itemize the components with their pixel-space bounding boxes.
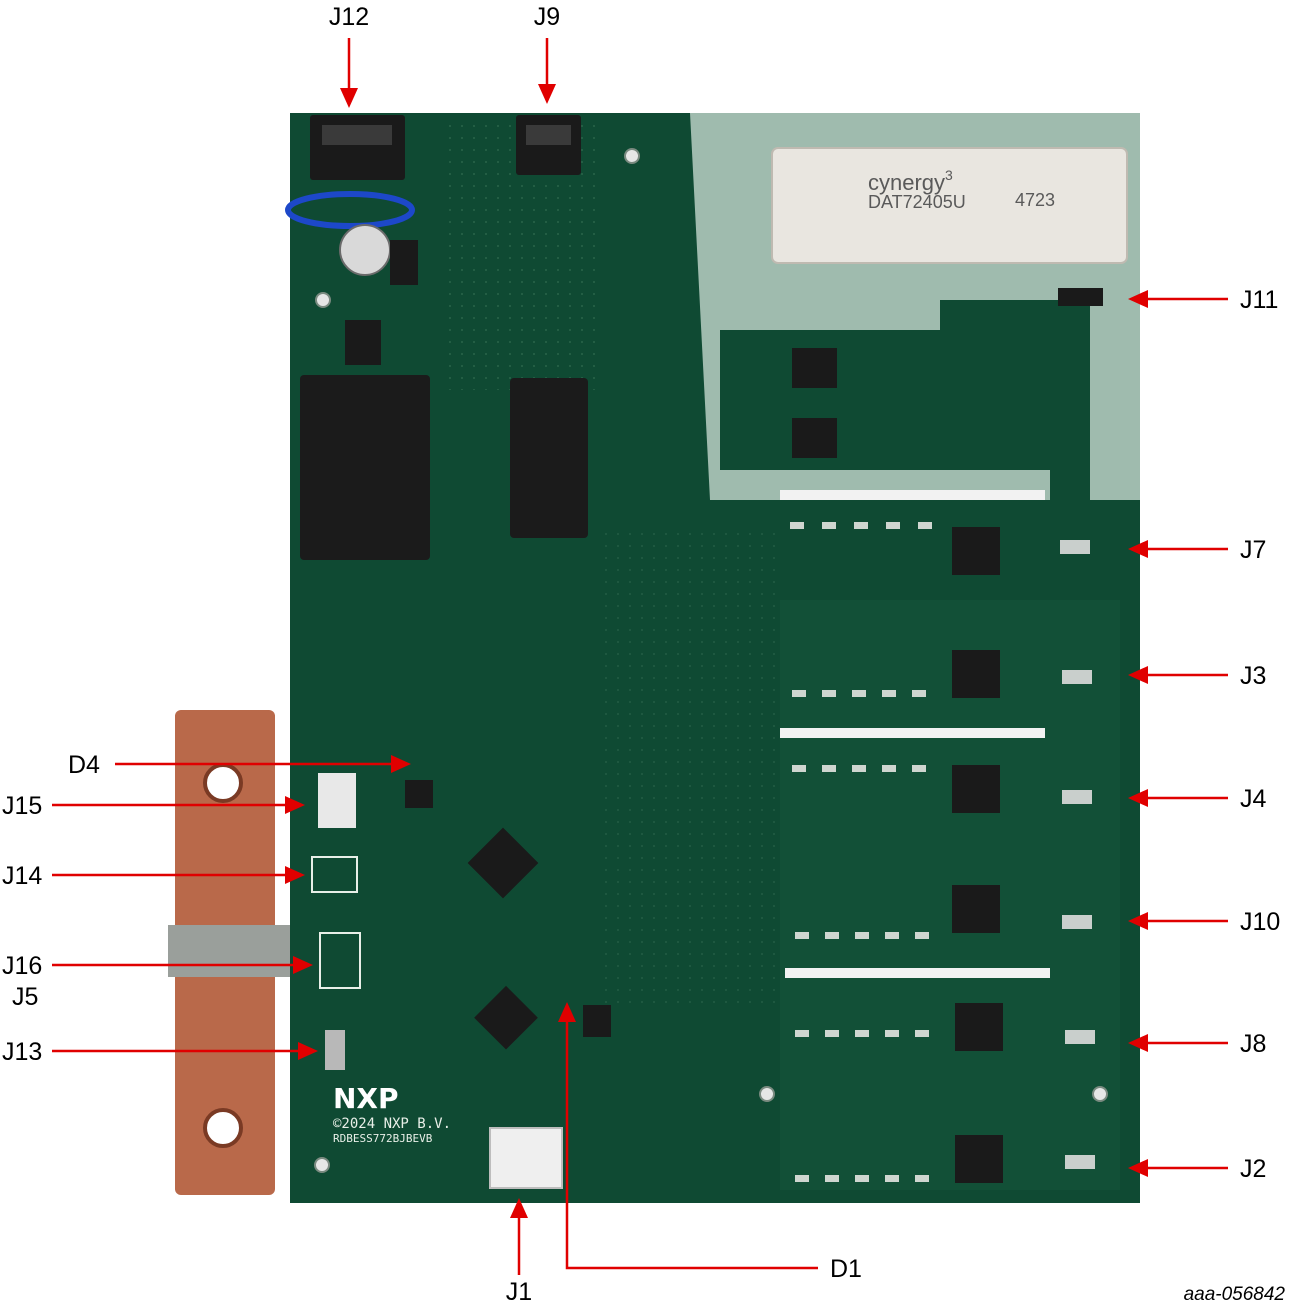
callout-label-j11: J11 xyxy=(1240,286,1278,314)
callout-arrowhead-j8 xyxy=(1128,1034,1148,1052)
right-terminals xyxy=(1060,540,1095,1169)
connector-j15-body xyxy=(318,773,356,828)
callout-label-j1: J1 xyxy=(506,1278,532,1306)
electrolytic-capacitor xyxy=(339,224,391,276)
callout-label-d1: D1 xyxy=(830,1255,862,1283)
callout-j7: J7 xyxy=(1128,536,1266,564)
callout-label-j5: J5 xyxy=(12,983,38,1011)
callout-j5: J5 xyxy=(12,983,38,1011)
callout-arrowhead-j9 xyxy=(538,84,556,104)
hv-components xyxy=(792,288,1103,1183)
callout-j3: J3 xyxy=(1128,662,1266,690)
callout-j8: J8 xyxy=(1128,1030,1266,1058)
dcdc-module xyxy=(300,375,430,560)
callout-label-j2: J2 xyxy=(1240,1155,1266,1183)
svg-text:cynergy3: cynergy3 xyxy=(868,167,953,195)
callout-j2: J2 xyxy=(1128,1155,1266,1183)
callout-arrowhead-j3 xyxy=(1128,666,1148,684)
copyright-text: ©2024 NXP B.V. xyxy=(333,1116,451,1132)
callout-label-j4: J4 xyxy=(1240,785,1267,813)
callout-arrowhead-j11 xyxy=(1128,290,1148,308)
figure-id: aaa-056842 xyxy=(1184,1284,1286,1305)
callout-arrowhead-d4 xyxy=(391,755,411,773)
callout-j13: J13 xyxy=(2,1038,318,1066)
nxp-logo: NXP xyxy=(333,1082,399,1115)
callout-line-d1 xyxy=(565,1018,818,1270)
callout-j15: J15 xyxy=(2,792,305,820)
isolation-transformer xyxy=(510,378,588,538)
callout-arrowhead-j16 xyxy=(293,956,313,974)
callout-arrowhead-j12 xyxy=(340,88,358,108)
callout-j12: J12 xyxy=(329,3,369,108)
callout-j10: J10 xyxy=(1128,908,1280,936)
resistor-chains xyxy=(790,522,932,1182)
callout-label-j9: J9 xyxy=(534,3,560,31)
callout-label-d4: D4 xyxy=(68,751,100,779)
callout-j14: J14 xyxy=(2,862,305,890)
inductor xyxy=(390,240,418,285)
copper-busbar xyxy=(168,710,290,1195)
transformer-date-code: 4723 xyxy=(1015,190,1055,210)
callout-arrowhead-j4 xyxy=(1128,789,1148,807)
wire-loop xyxy=(285,191,415,229)
ic-small xyxy=(345,320,381,365)
callout-j16: J16 xyxy=(2,952,313,980)
callout-j1: J1 xyxy=(506,1198,532,1306)
callout-arrowhead-j7 xyxy=(1128,540,1148,558)
callout-d4: D4 xyxy=(68,751,411,779)
callout-j9: J9 xyxy=(534,3,560,104)
callout-d1: D1 xyxy=(558,1002,862,1283)
callout-label-j7: J7 xyxy=(1240,536,1266,564)
callout-label-j3: J3 xyxy=(1240,662,1266,690)
callout-arrowhead-j14 xyxy=(285,866,305,884)
callout-j4: J4 xyxy=(1128,785,1267,813)
transformer-part-number: DAT72405U xyxy=(868,192,966,212)
callout-label-j8: J8 xyxy=(1240,1030,1266,1058)
board-id-text: RDBESS772BJBEVB xyxy=(333,1132,433,1145)
connector-j12-body xyxy=(310,115,405,180)
cynergy-transformer: cynergy3 DAT72405U 4723 xyxy=(771,147,1128,264)
transformer-brand-sup: 3 xyxy=(945,167,953,183)
callout-arrowhead-j13 xyxy=(298,1042,318,1060)
callout-label-j15: J15 xyxy=(2,792,42,820)
callout-label-j12: J12 xyxy=(329,3,369,31)
callout-arrowhead-j10 xyxy=(1128,912,1148,930)
callout-j11: J11 xyxy=(1128,286,1278,314)
transformer-brand: cynergy xyxy=(868,170,945,195)
callout-arrowhead-d1 xyxy=(558,1002,576,1022)
callout-label-j16: J16 xyxy=(2,952,42,980)
callout-label-j14: J14 xyxy=(2,862,42,890)
callout-arrowhead-j1 xyxy=(510,1198,528,1218)
connector-j9-body xyxy=(516,115,581,175)
connector-j1-body xyxy=(489,1127,563,1189)
callout-label-j13: J13 xyxy=(2,1038,42,1066)
callout-arrowhead-j15 xyxy=(285,796,305,814)
callout-arrowhead-j2 xyxy=(1128,1159,1148,1177)
callout-label-j10: J10 xyxy=(1240,908,1280,936)
